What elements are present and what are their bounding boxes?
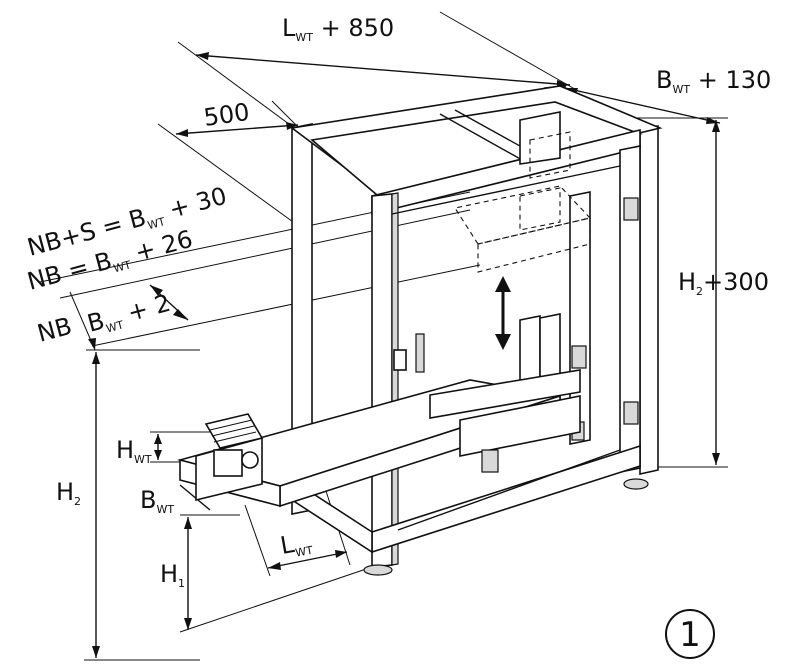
svg-text:H2+300: H2+300 xyxy=(678,268,769,298)
height-right-sub: 2 xyxy=(696,285,703,298)
h1-sub: 1 xyxy=(178,577,185,590)
h-wt-sub: WT xyxy=(134,453,152,466)
h1-main: H xyxy=(160,560,178,588)
nb-s-sub: WT xyxy=(146,215,167,232)
svg-text:H1: H1 xyxy=(160,560,185,590)
svg-text:BWT: BWT xyxy=(140,486,174,516)
svg-text:H2: H2 xyxy=(56,478,81,508)
svg-text:LWT: LWT xyxy=(278,527,314,562)
top-length-sub: WT xyxy=(295,31,313,44)
offset-500-label: 500 xyxy=(202,98,251,132)
bwt-plus-2-sub: WT xyxy=(105,318,126,335)
b-wt-sub: WT xyxy=(156,503,174,516)
svg-text:HWT: HWT xyxy=(116,436,152,466)
nb-s-tail: + 30 xyxy=(159,182,230,226)
h-wt-main: H xyxy=(116,436,134,464)
top-length-main: L xyxy=(282,14,296,42)
l-wt-main: L xyxy=(278,530,297,560)
figure-number-label: 1 xyxy=(679,615,701,655)
h2-left-sub: 2 xyxy=(74,495,81,508)
l-wt-sub: WT xyxy=(294,544,314,560)
top-width-sub: WT xyxy=(672,83,690,96)
h2-left-main: H xyxy=(56,478,74,506)
b-wt-main: B xyxy=(140,486,156,514)
nb-short-label: NB xyxy=(34,312,74,348)
figure-number: 1 xyxy=(665,609,715,659)
machine-frame xyxy=(290,85,663,576)
svg-text:BWT + 130: BWT + 130 xyxy=(656,66,771,96)
top-width-main: B xyxy=(656,66,672,94)
bwt-plus-2-tail: + 2 xyxy=(117,289,173,329)
height-right-main: H xyxy=(678,268,696,296)
nb-sub: WT xyxy=(112,258,133,275)
top-length-tail: + 850 xyxy=(313,14,394,42)
svg-text:LWT + 850: LWT + 850 xyxy=(282,14,394,44)
workpiece-engine xyxy=(195,413,264,502)
top-width-tail: + 130 xyxy=(690,66,771,94)
bwt-plus-2-main: B xyxy=(84,306,107,337)
height-right-tail: +300 xyxy=(703,268,769,296)
